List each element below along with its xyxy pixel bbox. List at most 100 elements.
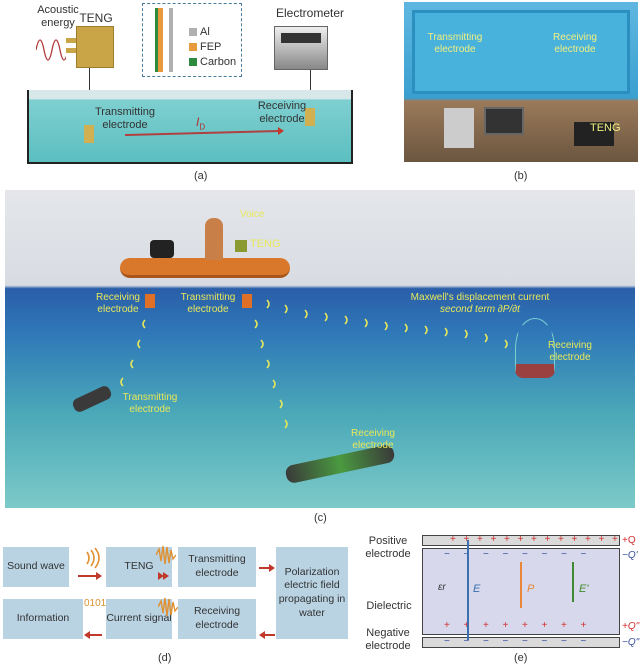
plus-charge: +: [483, 620, 489, 631]
legend-swatch-fep: [189, 43, 197, 51]
plus-charge: +: [464, 534, 470, 545]
box-transmitting-electrode: Transmitting electrode: [178, 547, 256, 587]
minus-charge: −: [541, 636, 548, 647]
legend-al: Al: [200, 26, 210, 38]
layer-inset: Al FEP Carbon: [142, 3, 242, 77]
box-sound-wave: Sound wave: [3, 547, 69, 587]
plus-charge: +: [517, 534, 524, 545]
signal-waveform-icon-2: [158, 597, 178, 617]
pool-photo: [404, 2, 638, 162]
box-receiving-electrode: Receiving electrode: [178, 599, 256, 639]
caption-d: (d): [158, 652, 172, 664]
box-teng: TENG: [106, 547, 172, 587]
plus-charge: +: [544, 534, 551, 545]
E-arrow: [467, 540, 469, 640]
wave-arcs: [120, 299, 508, 429]
E-label: E: [473, 583, 481, 595]
plus-charge: +: [561, 620, 567, 631]
minus-charge: −: [580, 636, 587, 647]
plus-charge: +: [585, 534, 591, 545]
minus-charge: −: [541, 549, 548, 560]
c-receiving-boat-label: Receiving electrode: [96, 292, 140, 315]
boat-transmitting-electrode: [242, 294, 252, 308]
plus-charge: +: [580, 620, 587, 631]
teng-label: TENG: [79, 11, 113, 25]
teng-device-c: [235, 240, 247, 252]
legend-swatch-al: [189, 28, 197, 36]
water-tank: [27, 90, 353, 164]
negative-electrode: [422, 637, 620, 648]
c-receiving-buoy-label: Receiving electrode: [548, 340, 592, 363]
E-prime-label: E': [579, 583, 589, 595]
c-receiving-diver-label: Receiving electrode: [351, 428, 395, 451]
minus-charge: −: [561, 549, 567, 560]
plus-charge: +: [502, 620, 509, 631]
c-teng-label: TENG: [250, 238, 281, 250]
sound-icon: [86, 547, 100, 569]
electrometer-device: [274, 26, 328, 70]
P-label: P: [527, 583, 535, 595]
c-transmitting-boat-label: Transmitting electrode: [180, 292, 236, 315]
caption-a: (a): [194, 170, 208, 182]
charge-plus-Q: +Q: [622, 535, 636, 546]
charge-minus-Q-prime: −Q': [622, 550, 638, 561]
plus-charge: +: [477, 534, 483, 545]
person: [205, 218, 223, 260]
charge-plus-Q-dprime: +Q": [622, 621, 640, 632]
buoy: [515, 318, 555, 378]
arrow-1: [78, 572, 102, 580]
voice-label: Voice: [240, 209, 265, 220]
boat-motor: [150, 240, 174, 258]
positive-electrode: [422, 535, 620, 546]
receiving-electrode: [305, 108, 315, 126]
teng-device: [76, 26, 114, 68]
receiving-label: Receiving electrode: [257, 100, 307, 125]
plus-charge: +: [464, 620, 470, 631]
sound-wave-icon: [36, 39, 66, 61]
plus-charge: +: [490, 534, 497, 545]
minus-charge: −: [444, 549, 450, 560]
arrow-6: [84, 631, 102, 639]
minus-charge: −: [522, 636, 528, 647]
plus-charge: +: [504, 534, 510, 545]
plus-charge: +: [531, 534, 537, 545]
legend-carbon: Carbon: [200, 56, 237, 68]
minus-charge: −: [464, 549, 470, 560]
P-arrow: [520, 562, 522, 608]
plus-charge: +: [598, 534, 605, 545]
minus-charge: −: [580, 549, 587, 560]
boat: [120, 258, 290, 278]
dielectric-label: Dielectric: [366, 600, 412, 612]
caption-c: (c): [314, 512, 327, 524]
minus-charge: −: [561, 636, 567, 647]
epsilon-label: εr: [438, 582, 446, 593]
legend-swatch-carbon: [189, 58, 197, 66]
plus-charge: +: [450, 534, 456, 545]
box-information: Information: [3, 599, 83, 639]
plus-charge: +: [558, 534, 564, 545]
transmitting-label: Transmitting electrode: [94, 106, 156, 131]
E-prime-arrow: [572, 562, 574, 602]
plus-charge: +: [541, 620, 548, 631]
legend-fep: FEP: [200, 41, 222, 53]
arrow-3: [259, 564, 275, 572]
minus-charge: −: [483, 549, 489, 560]
b-teng-label: TENG: [590, 122, 621, 134]
minus-charge: −: [522, 549, 528, 560]
bits-label: 0101: [84, 598, 107, 609]
current-label: ID: [196, 115, 206, 132]
signal-waveform-icon: [156, 545, 176, 565]
transmitting-electrode: [84, 125, 94, 143]
arrow-4: [259, 631, 275, 639]
negative-electrode-label: Negative electrode: [365, 627, 411, 652]
b-receiving-label: Receiving electrode: [553, 32, 597, 55]
minus-charge: −: [502, 636, 509, 647]
caption-b: (b): [514, 170, 528, 182]
minus-charge: −: [483, 636, 489, 647]
charge-minus-Q-dprime: −Q": [622, 637, 640, 648]
plus-charge: +: [612, 534, 618, 545]
box-current-signal: Current signal: [106, 599, 172, 639]
box-polarization-field: Polarization electric field propagating …: [276, 547, 348, 639]
minus-charge: −: [463, 636, 470, 647]
